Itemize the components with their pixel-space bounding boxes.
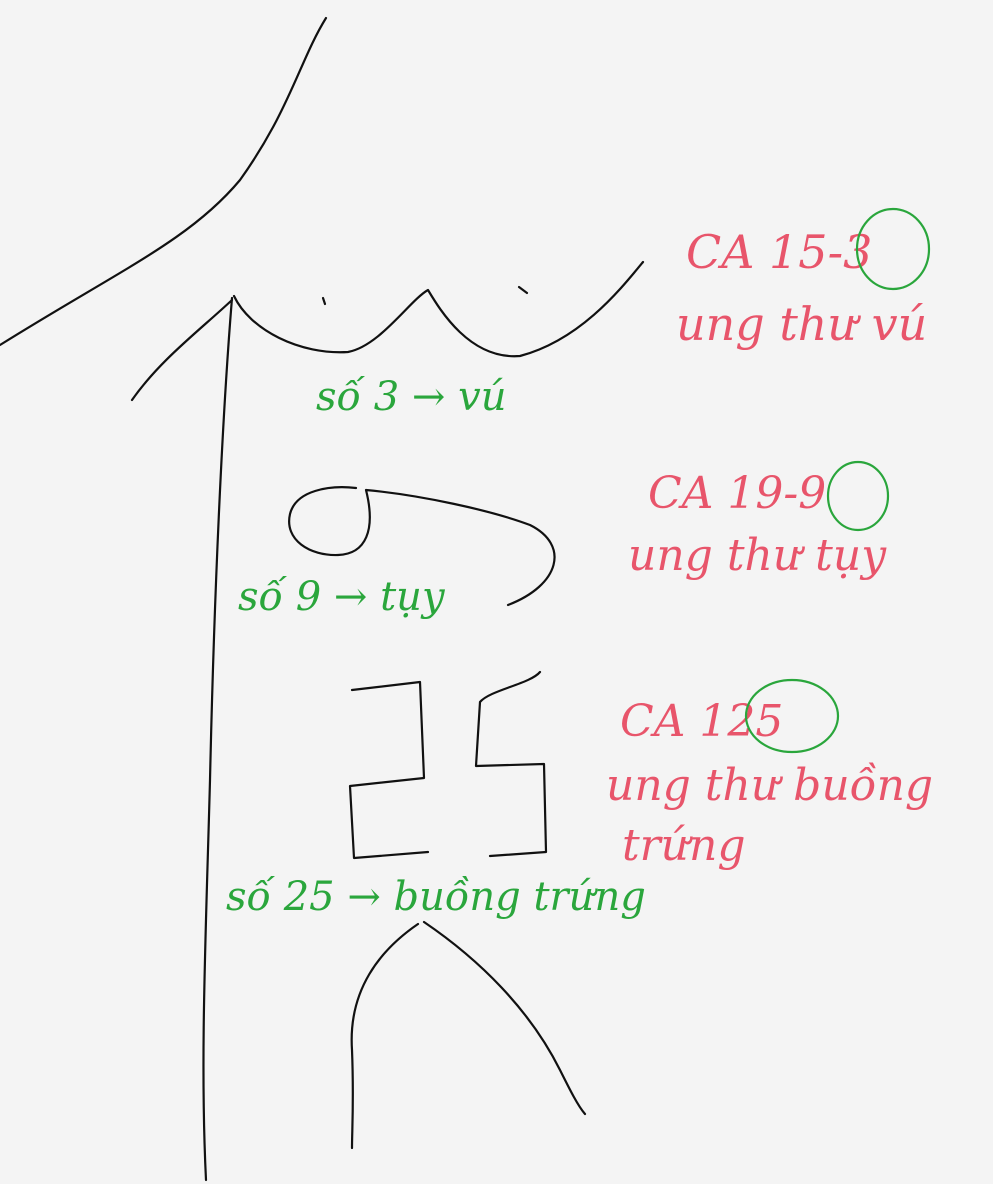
ovary-circle xyxy=(744,678,840,754)
pancreas-shape xyxy=(288,486,556,607)
pancreas-desc-label: ung thư tụy xyxy=(628,530,887,581)
breast-outline xyxy=(232,260,645,358)
green-annotations: số 3 → vú số 9 → tụy số 25 → buồng trứng xyxy=(226,374,646,920)
right-nipple xyxy=(517,285,529,295)
digit-2-shape xyxy=(348,680,430,860)
ovary-green-label: số 25 → buồng trứng xyxy=(226,874,646,920)
digit-5-shape xyxy=(474,670,548,858)
left-shoulder-line xyxy=(0,16,328,347)
breast-green-label: số 3 → vú xyxy=(316,374,506,420)
breast-desc-label: ung thư vú xyxy=(676,297,927,351)
pancreas-circle xyxy=(826,460,890,532)
left-nipple xyxy=(321,296,327,306)
pancreas-case-label: CA 19-9 xyxy=(648,468,826,519)
ovary-desc-label-1: ung thư buồng xyxy=(606,760,933,811)
left-armpit-line xyxy=(130,298,234,402)
body-outline xyxy=(0,16,645,1182)
right-leg-line xyxy=(422,920,587,1116)
torso-left-line xyxy=(202,296,234,1182)
breast-circle xyxy=(855,207,931,291)
left-leg-line xyxy=(350,922,420,1150)
ovary-case-label: CA 125 xyxy=(620,696,783,747)
breast-case-label: CA 15-3 xyxy=(686,225,872,279)
ovary-desc-label-2: trứng xyxy=(622,820,746,871)
pancreas-green-label: số 9 → tụy xyxy=(238,574,446,620)
red-annotations: CA 15-3 ung thư vú CA 19-9 ung thư tụy C… xyxy=(606,207,933,871)
